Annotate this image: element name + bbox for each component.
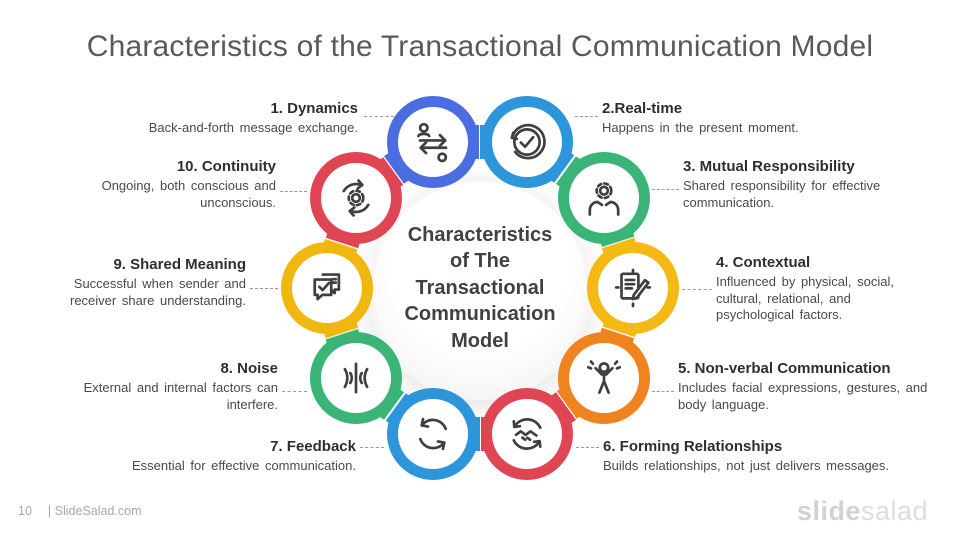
item-description: Includes facial expressions, gestures, a… [678, 380, 928, 412]
item-description: Builds relationships, not just delivers … [603, 458, 890, 473]
item-circle-5 [557, 331, 650, 424]
handshake-cycle-icon [492, 398, 563, 469]
document-pencil-icon [598, 253, 668, 323]
item-description: Ongoing, both conscious and unconscious. [101, 178, 276, 210]
item-circle-1 [386, 96, 479, 189]
item-title: 6. Forming Relationships [603, 438, 783, 455]
leader-line [575, 116, 598, 117]
logo-bold: slide [796, 496, 861, 526]
item-circle-3 [557, 152, 650, 245]
item-title: 5. Non-verbal Communication [678, 360, 891, 377]
item-circle-4 [587, 242, 679, 334]
item-circle-7 [386, 387, 479, 480]
hands-gear-icon [568, 163, 639, 234]
leader-line [280, 191, 307, 192]
item-circle-10 [310, 152, 403, 245]
gear-cycle-icon [321, 163, 392, 234]
item-description: Influenced by physical, social, cultural… [716, 274, 894, 323]
leader-line [652, 189, 679, 190]
chat-check-icon [292, 253, 362, 323]
cycle-arrows-icon [397, 398, 468, 469]
clock-check-icon [492, 107, 563, 178]
page-number: 10 [18, 504, 32, 518]
item-title: 3. Mutual Responsibility [683, 158, 855, 175]
item-description: Essential for effective communication. [132, 458, 356, 473]
leader-line [682, 289, 712, 290]
item-circle-8 [310, 331, 403, 424]
item-circle-6 [481, 387, 574, 480]
leader-line [250, 288, 278, 289]
center-circle: Characteristics of The Transactional Com… [374, 182, 586, 394]
center-title: Characteristics of The Transactional Com… [404, 224, 556, 352]
footer-source: | SlideSalad.com [47, 504, 142, 518]
logo-light: salad [860, 496, 928, 526]
slide-title: Characteristics of the Transactional Com… [86, 30, 874, 63]
leader-line [576, 447, 599, 448]
leader-line [282, 391, 307, 392]
item-description: Successful when sender and receiver shar… [70, 276, 246, 308]
leader-line [360, 447, 384, 448]
sound-waves-icon [321, 342, 392, 413]
item-description: External and internal factors can interf… [83, 380, 278, 412]
item-description: Back-and-forth message exchange. [148, 120, 358, 135]
item-title: 4. Contextual [716, 254, 811, 271]
item-title: 7. Feedback [270, 438, 356, 455]
excited-person-icon [568, 342, 639, 413]
item-title: 8. Noise [220, 360, 278, 377]
item-title: 10. Continuity [176, 158, 276, 175]
footer: 10 | SlideSalad.com [18, 504, 141, 518]
item-title: 9. Shared Meaning [113, 256, 246, 273]
leader-line [364, 116, 394, 117]
item-description: Happens in the present moment. [602, 120, 799, 135]
item-title: 2.Real-time [602, 100, 683, 117]
item-title: 1. Dynamics [270, 100, 358, 117]
people-exchange-icon [397, 107, 468, 178]
item-circle-9 [281, 242, 373, 334]
leader-line [652, 391, 674, 392]
item-description: Shared responsibility for effective comm… [683, 178, 881, 210]
item-circle-2 [481, 96, 574, 189]
slidesalad-logo: slidesalad [797, 496, 928, 527]
